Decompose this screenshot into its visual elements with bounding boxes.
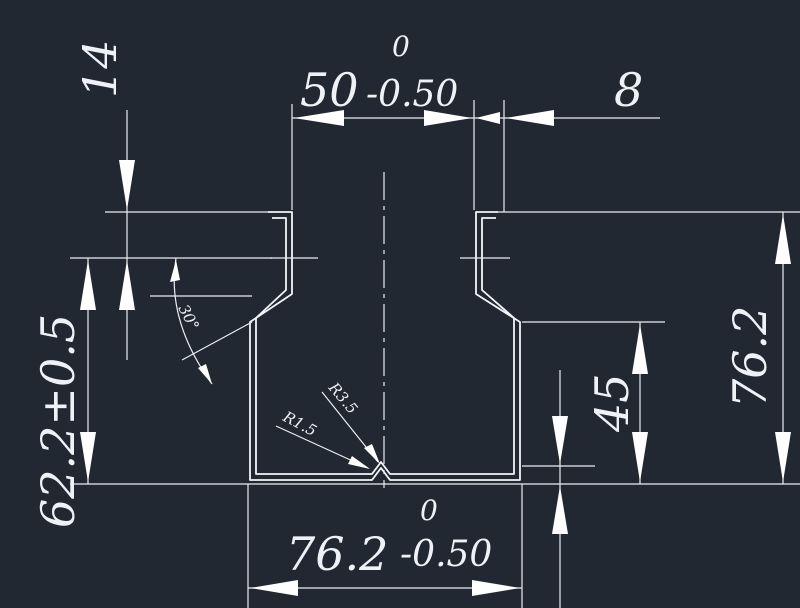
label-base-width-tol-upper: 0: [420, 494, 438, 527]
arrow-top-left: [294, 110, 344, 126]
arrow-step-up: [632, 324, 648, 374]
label-overall-height: 62.2±0.5: [31, 314, 85, 528]
arrow-flange-left: [476, 112, 500, 124]
arrow-top-right: [424, 110, 472, 126]
arrow-radius-outer: [364, 444, 380, 464]
arrow-radius-inner: [348, 456, 370, 469]
arrow-base-thick-down: [552, 416, 568, 464]
arrow-base-right: [472, 580, 520, 596]
arrow-lip-up: [119, 260, 135, 310]
arrow-height-left-up: [80, 260, 96, 310]
arrow-base-thick-up: [552, 486, 568, 534]
label-base-width-tol-lower: -0.50: [400, 534, 492, 575]
arrow-flange-right: [506, 110, 554, 126]
label-top-width: 50: [300, 63, 359, 117]
arrow-angle-top: [170, 260, 180, 282]
label-step-height: 45: [585, 373, 639, 433]
arrow-height-right-up: [775, 214, 791, 264]
arrow-height-right-down: [775, 432, 791, 482]
label-flange: 8: [614, 63, 643, 117]
label-top-width-tol-upper: 0: [392, 30, 410, 63]
arrow-lip-down: [119, 160, 135, 210]
arrow-step-down: [632, 432, 648, 482]
label-lip: 14: [73, 39, 127, 98]
profile-outline: [249, 211, 521, 481]
arrow-base-left: [250, 580, 298, 596]
arrow-height-left-down: [80, 432, 96, 482]
label-radius-outer: R3.5: [324, 378, 361, 417]
arrow-angle-bottom: [198, 364, 212, 384]
label-radius-inner: R1.5: [279, 407, 319, 440]
profile-inner: [255, 217, 515, 475]
label-top-width-tol-lower: -0.50: [366, 74, 458, 115]
label-angle: 30°: [174, 301, 202, 333]
label-base-width: 76.2: [286, 527, 388, 581]
angle-leader: [181, 321, 253, 361]
label-height-right: 76.2: [723, 306, 777, 408]
